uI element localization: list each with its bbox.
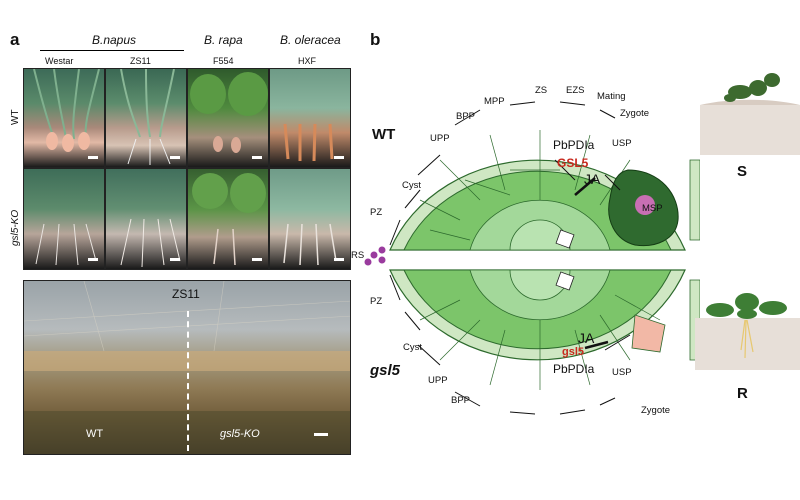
species-napus-underline (40, 50, 184, 51)
top-label-bpp: BPP (456, 111, 476, 122)
cultivar-f554-label: F554 (213, 56, 234, 66)
scale-bar (252, 156, 262, 159)
scale-bar (88, 258, 98, 261)
susceptible-plant-illustration (700, 73, 800, 155)
rs-label: RS (351, 250, 365, 261)
row-label-wt: WT (10, 109, 21, 125)
bottom-label-cyst: Cyst (403, 342, 422, 353)
bottom-protein-label: PbPDIa (553, 362, 595, 376)
scale-bar (170, 156, 180, 159)
scale-bar (88, 156, 98, 159)
bottom-label-upp: UPP (428, 375, 448, 386)
top-protein-label: PbPDIa (553, 138, 595, 152)
top-label-zs: ZS (535, 85, 548, 96)
scale-bar (334, 258, 344, 261)
photo-ko-zs11 (105, 168, 187, 270)
top-gene-label: GSL5 (557, 156, 589, 170)
top-label-mpp: MPP (484, 96, 505, 107)
top-label-zygote: Zygote (620, 108, 650, 119)
outcome-susceptible-label: S (737, 163, 748, 180)
bottom-label-pz: PZ (370, 296, 383, 307)
top-label-cyst: Cyst (402, 180, 421, 191)
bottom-hormone-label: JA (578, 330, 595, 346)
scale-bar (334, 156, 344, 159)
scale-bar (252, 258, 262, 261)
photo-wt-westar (23, 68, 105, 168)
bottom-label-bpp: BPP (451, 395, 471, 406)
scale-bar (314, 433, 328, 436)
field-top-label: ZS11 (172, 287, 200, 301)
row-label-gsl5-ko: gsl5-KO (10, 209, 21, 246)
scale-bar (170, 258, 180, 261)
bottom-gene-label: gsl5 (562, 346, 585, 358)
photo-ko-f554 (187, 168, 269, 270)
field-photo: ZS11 WT gsl5-KO (23, 280, 351, 455)
resistant-plant-illustration (695, 293, 800, 370)
species-oleracea-label: B. oleracea (280, 33, 341, 47)
wt-label: WT (372, 126, 396, 143)
gsl5-label: gsl5 (370, 362, 401, 379)
top-hormone-label: JA (584, 171, 601, 187)
photo-ko-hxf (269, 168, 351, 270)
cultivar-westar-label: Westar (45, 56, 74, 66)
root-cross-section-diagram (364, 101, 700, 415)
bottom-label-zygote: Zygote (641, 405, 671, 416)
panel-b-letter: b (370, 30, 381, 49)
field-divider-line (187, 311, 189, 451)
field-ko-label: gsl5-KO (220, 428, 260, 440)
top-label-usp: USP (612, 138, 632, 149)
photo-wt-zs11 (105, 68, 187, 168)
outcome-resistant-label: R (737, 385, 748, 402)
top-label-upp: UPP (430, 133, 450, 144)
photo-wt-hxf (269, 68, 351, 168)
photo-wt-f554 (187, 68, 269, 168)
top-label-msp: MSP (642, 203, 663, 214)
species-rapa-label: B. rapa (204, 33, 243, 47)
top-label-ezs: EZS (566, 85, 585, 96)
photo-ko-westar (23, 168, 105, 270)
field-wt-label: WT (86, 428, 104, 440)
panel-a-letter: a (10, 30, 20, 49)
bottom-label-usp: USP (612, 367, 632, 378)
top-label-mating: Mating (597, 91, 626, 102)
cultivar-hxf-label: HXF (298, 56, 316, 66)
top-label-pz: PZ (370, 207, 383, 218)
cultivar-zs11-label: ZS11 (130, 56, 151, 66)
species-napus-label: B.napus (92, 33, 137, 47)
